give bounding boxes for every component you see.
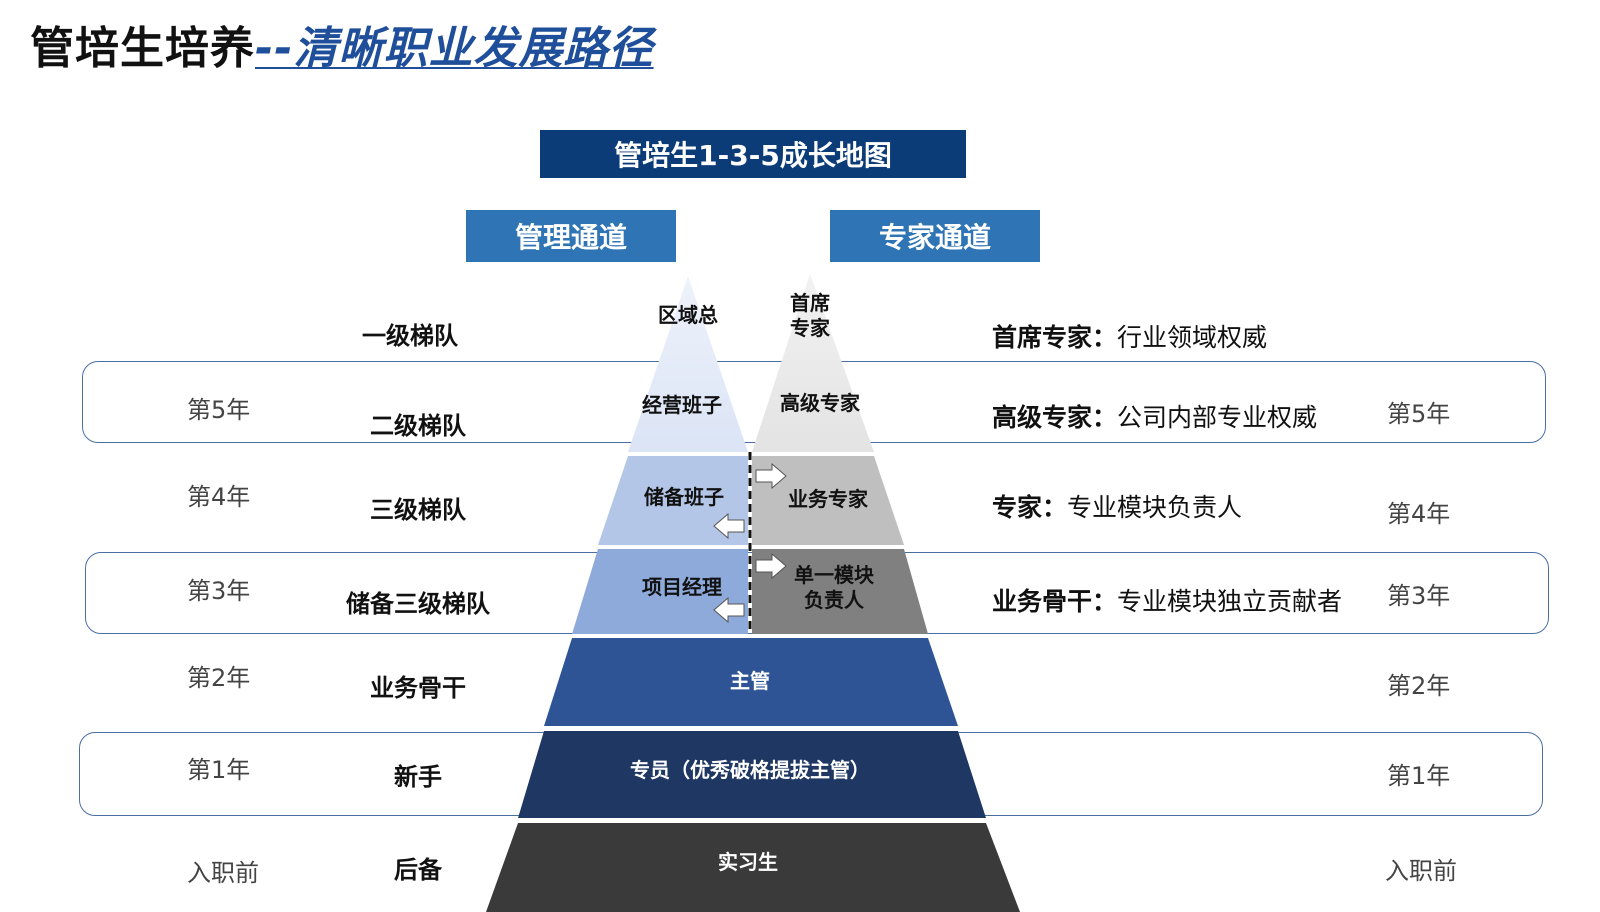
- tier-6-label: 新手: [394, 763, 442, 791]
- expert-channel-label: 专家通道: [830, 210, 1040, 262]
- map-title: 管培生1-3-5成长地图: [540, 130, 966, 178]
- management-channel-label: 管理通道: [466, 210, 676, 262]
- year-right-0: 入职前: [1385, 857, 1457, 885]
- pyramid-left-level-3: [598, 456, 748, 545]
- pyramid-right-level-3: [752, 456, 904, 545]
- tier-1-label: 一级梯队: [362, 322, 458, 350]
- pyramid-level-5: [544, 638, 958, 726]
- year-left-1: 第1年: [187, 756, 251, 784]
- pyramid-right-level-4: [752, 549, 928, 634]
- label-left-4: 项目经理: [642, 575, 722, 599]
- expert-desc-4-text: 专业模块独立贡献者: [1117, 587, 1343, 616]
- expert-desc-2-title: 高级专家：: [992, 403, 1118, 432]
- year-right-4: 第4年: [1387, 500, 1451, 528]
- label-left-2: 经营班子: [642, 393, 722, 417]
- label-right-top-2: 专家: [790, 316, 831, 340]
- year-right-2: 第2年: [1387, 672, 1451, 700]
- tier-7-label: 后备: [394, 856, 442, 884]
- label-level-6: 专员（优秀破格提拔主管）: [630, 758, 870, 782]
- arrow-left-level-4: [713, 596, 745, 624]
- label-right-top-1: 首席: [790, 291, 830, 315]
- expert-desc-4-title: 业务骨干：: [992, 587, 1118, 616]
- expert-desc-3: 专家：专业模块负责人: [992, 488, 1242, 524]
- arrow-right-level-4: [755, 552, 787, 580]
- label-right-2: 高级专家: [780, 391, 861, 415]
- label-right-4-1: 单一模块: [794, 563, 875, 587]
- label-level-7: 实习生: [718, 850, 778, 874]
- year-right-3: 第3年: [1387, 582, 1451, 610]
- label-left-top: 区域总: [658, 303, 718, 327]
- expert-desc-1: 首席专家：行业领域权威: [992, 318, 1267, 354]
- label-right-4-2: 负责人: [804, 588, 865, 612]
- expert-desc-2: 高级专家：公司内部专业权威: [992, 398, 1317, 434]
- title-sub-text: --清晰职业发展路径: [255, 23, 654, 74]
- expert-desc-3-title: 专家：: [992, 493, 1068, 522]
- year-left-4: 第4年: [187, 483, 251, 511]
- expert-desc-1-title: 首席专家：: [992, 323, 1118, 352]
- expert-desc-1-text: 行业领域权威: [1117, 323, 1268, 352]
- expert-desc-4: 业务骨干：专业模块独立贡献者: [992, 582, 1342, 618]
- tier-5-label: 业务骨干: [370, 674, 466, 702]
- pyramid-left-level-4: [572, 549, 748, 634]
- tier-2-label: 二级梯队: [370, 412, 466, 440]
- tier-3-label: 三级梯队: [370, 496, 466, 524]
- pyramid-level-7: [486, 823, 1020, 912]
- year-right-5: 第5年: [1387, 400, 1451, 428]
- tier-4-label: 储备三级梯队: [346, 590, 490, 618]
- year-left-2: 第2年: [187, 664, 251, 692]
- year-left-5: 第5年: [187, 396, 251, 424]
- arrow-left-level-3: [713, 512, 745, 540]
- year-left-3: 第3年: [187, 577, 251, 605]
- arrow-right-level-3: [755, 462, 787, 490]
- label-left-3: 储备班子: [644, 485, 724, 509]
- label-right-3: 业务专家: [788, 487, 869, 511]
- title-main-text: 管培生培养: [30, 23, 255, 74]
- pyramid-right-apex: [752, 274, 874, 452]
- page-title: 管培生培养--清晰职业发展路径: [30, 12, 654, 76]
- expert-desc-3-text: 专业模块负责人: [1067, 493, 1243, 522]
- pyramid-level-6: [518, 731, 986, 818]
- expert-desc-2-text: 公司内部专业权威: [1117, 403, 1318, 432]
- year-left-0: 入职前: [187, 859, 259, 887]
- label-level-5: 主管: [730, 669, 770, 693]
- pyramid-left-apex: [628, 276, 748, 452]
- year-right-1: 第1年: [1387, 762, 1451, 790]
